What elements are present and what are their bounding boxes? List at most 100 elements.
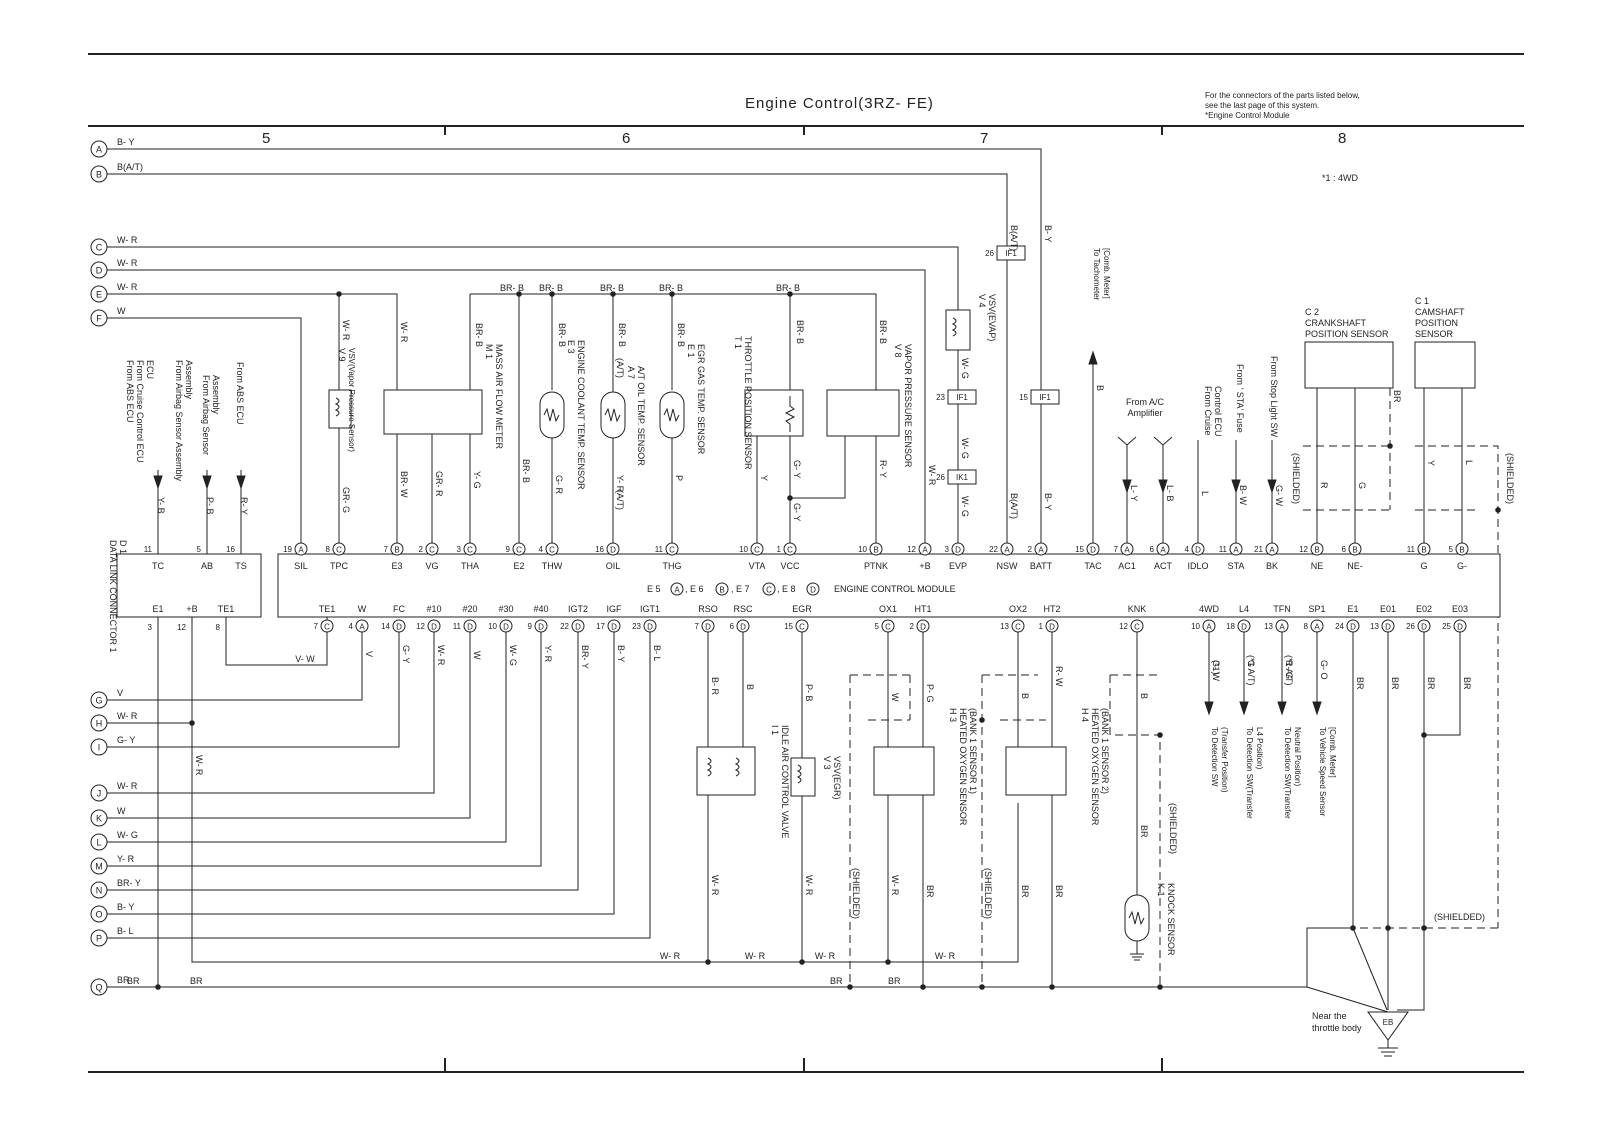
- pin-number: 22: [560, 622, 569, 631]
- ecm-bottom-pin: [320, 619, 334, 633]
- rail-wire-color: W- R: [117, 781, 138, 791]
- pin-number: 3: [945, 545, 950, 554]
- component-id: T 1: [733, 336, 743, 349]
- splice-dot: [549, 291, 555, 297]
- terminal-name: NE: [1311, 561, 1324, 571]
- terminal-name: #20: [462, 604, 477, 614]
- arrow-head: [1239, 701, 1249, 716]
- pin-number: 8: [326, 545, 331, 554]
- splice-dot: [885, 959, 891, 965]
- arrow-head: [1277, 701, 1287, 716]
- arrow-head: [1122, 479, 1132, 494]
- wire-color-label: BR- B: [474, 323, 484, 347]
- pin-letter: D: [611, 623, 617, 632]
- pin-number: 4: [349, 622, 354, 631]
- terminal-name: IGT1: [640, 604, 660, 614]
- wire-color-label: BR- B: [795, 320, 805, 344]
- shielded-label: (SHIELDED): [1434, 912, 1485, 922]
- wire-v-w: [225, 617, 328, 666]
- rail-wire-color: W- R: [117, 711, 138, 721]
- rail-letter: J: [97, 789, 102, 799]
- ecm-caption: ENGINE CONTROL MODULE: [834, 584, 956, 594]
- coil-symbol: [334, 397, 340, 417]
- coil-symbol: [951, 317, 957, 337]
- wire-color-label: P: [674, 475, 684, 481]
- connector-id: IF1: [1039, 393, 1051, 402]
- terminal-name: TE1: [319, 604, 336, 614]
- wire-color-label: (A/T): [615, 358, 625, 378]
- wire-color-label: BR- B: [776, 283, 800, 293]
- destination-label: [Comb. Meter]: [1328, 727, 1337, 778]
- ecm-top-pin: [783, 542, 797, 556]
- pin-number: 7: [384, 545, 389, 554]
- ecm-bottom-pin: [1045, 619, 1059, 633]
- pin-letter: C: [754, 546, 760, 555]
- wire-color-label: B: [1020, 693, 1030, 699]
- wire-p: [107, 632, 651, 939]
- component-name: CRANKSHAFT: [1305, 318, 1367, 328]
- pin-number: 11: [453, 622, 462, 631]
- rail-letter: A: [96, 145, 102, 155]
- wire-color-label: R- Y: [878, 460, 888, 478]
- pin-number: 6: [1342, 545, 1347, 554]
- rail-circle-g: [90, 691, 108, 709]
- note-line: see the last page of this system.: [1205, 101, 1320, 110]
- splice-dot: [799, 959, 805, 965]
- ecm-bottom-pin: [1202, 619, 1216, 633]
- destination-label: To Vehicle Speed Sensor: [1318, 727, 1327, 817]
- rail-letter: H: [96, 719, 103, 729]
- rail-wire-color: B- L: [117, 926, 134, 936]
- pin-letter: D: [955, 546, 961, 555]
- rail-circle-n: [90, 881, 108, 899]
- wire-a: [107, 148, 1042, 554]
- destination-label: To Tachometer: [1092, 248, 1101, 301]
- connector-note: For the connectors of the parts listed b…: [1205, 91, 1360, 121]
- rail-circle-c: [90, 238, 108, 256]
- pin-number: 10: [858, 545, 867, 554]
- ecm-top-pin: [665, 542, 679, 556]
- wire-color-label: B- W: [1238, 485, 1248, 506]
- pin-number: 11: [1407, 545, 1416, 554]
- terminal-name: VCC: [780, 561, 800, 571]
- terminal-name: OX2: [1009, 604, 1027, 614]
- arrow-head: [1158, 479, 1168, 494]
- ecm-top-pin: [463, 542, 477, 556]
- ecm-top-pin: [512, 542, 526, 556]
- source-label: Amplifier: [1127, 408, 1162, 418]
- wire-color-label: (*1 A/T): [1246, 655, 1256, 686]
- ecm-top-pin: [425, 542, 439, 556]
- pin-letter: D: [538, 623, 544, 632]
- inline-connector: [1030, 389, 1060, 405]
- wire-color-label: BR: [1392, 390, 1402, 403]
- pin-letter: D: [1421, 623, 1427, 632]
- pin-letter: A: [1004, 546, 1010, 555]
- wire-color-label: W- R: [436, 645, 446, 666]
- component-name: THROTTLE POSITION SENSOR: [743, 336, 753, 470]
- wire-color-label: R- G: [1284, 660, 1294, 679]
- column-number: 7: [980, 130, 989, 147]
- splice-dot: [1385, 925, 1391, 931]
- pin-letter: C: [669, 546, 675, 555]
- pin-letter: B: [719, 586, 724, 595]
- splice-dot: [155, 984, 161, 990]
- terminal-name: OIL: [606, 561, 621, 571]
- coil-symbol: [734, 757, 740, 777]
- component-id: C 1: [1415, 296, 1429, 306]
- source-label: From ABS ECU: [125, 360, 135, 423]
- wire-o: [107, 632, 615, 915]
- wire-color-label: BR- W: [399, 471, 409, 498]
- pin-number: 11: [1219, 545, 1228, 554]
- terminal-name: E03: [1452, 604, 1468, 614]
- pin-letter: A: [922, 546, 928, 555]
- rail-circle-a: [90, 140, 108, 158]
- wire-color-label: B: [1139, 693, 1149, 699]
- rail-wire-color: W- R: [117, 258, 138, 268]
- pin-letter: D: [920, 623, 926, 632]
- pin-number: 26: [936, 473, 945, 482]
- thermistor-symbol: [663, 407, 680, 423]
- wire-color-label: BR: [1426, 677, 1436, 690]
- connector-id: IF1: [1005, 249, 1017, 258]
- splice-dot: [920, 984, 926, 990]
- wire-i: [107, 632, 400, 748]
- connector-id: IK1: [956, 473, 969, 482]
